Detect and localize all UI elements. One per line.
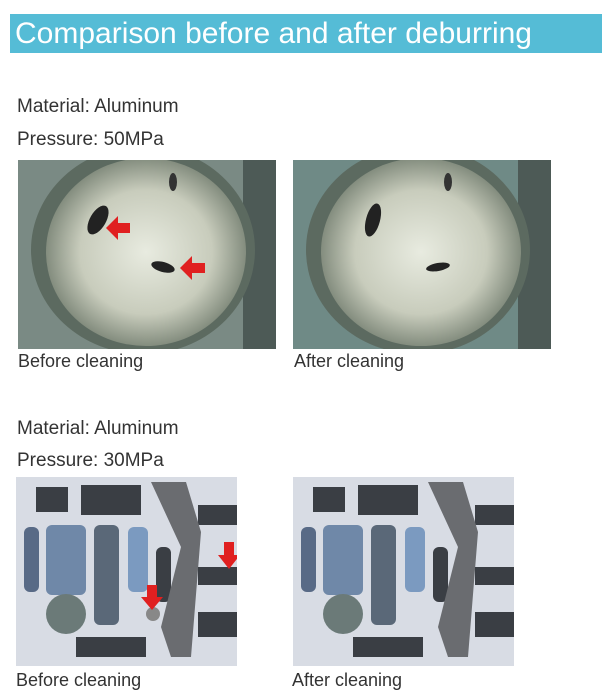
after-caption: After cleaning: [294, 351, 405, 371]
after-photo-bore: [293, 160, 551, 349]
before-photo-bore: [18, 160, 276, 349]
before-caption: Before cleaning: [16, 670, 142, 690]
material-label: Material: Aluminum: [17, 96, 179, 117]
material-label: Material: Aluminum: [17, 418, 179, 439]
pressure-label: Pressure: 50MPa: [17, 129, 164, 150]
before-photo-plate: [16, 477, 237, 666]
arrow-icon: [180, 256, 205, 280]
arrow-icon: [106, 216, 130, 240]
arrow-icon: [218, 542, 237, 569]
arrow-icon: [141, 585, 163, 610]
page-title: Comparison before and after deburring: [10, 14, 602, 53]
after-caption: After cleaning: [292, 670, 403, 690]
before-caption: Before cleaning: [18, 351, 144, 371]
pressure-label: Pressure: 30MPa: [17, 450, 164, 471]
after-photo-plate: [293, 477, 514, 666]
